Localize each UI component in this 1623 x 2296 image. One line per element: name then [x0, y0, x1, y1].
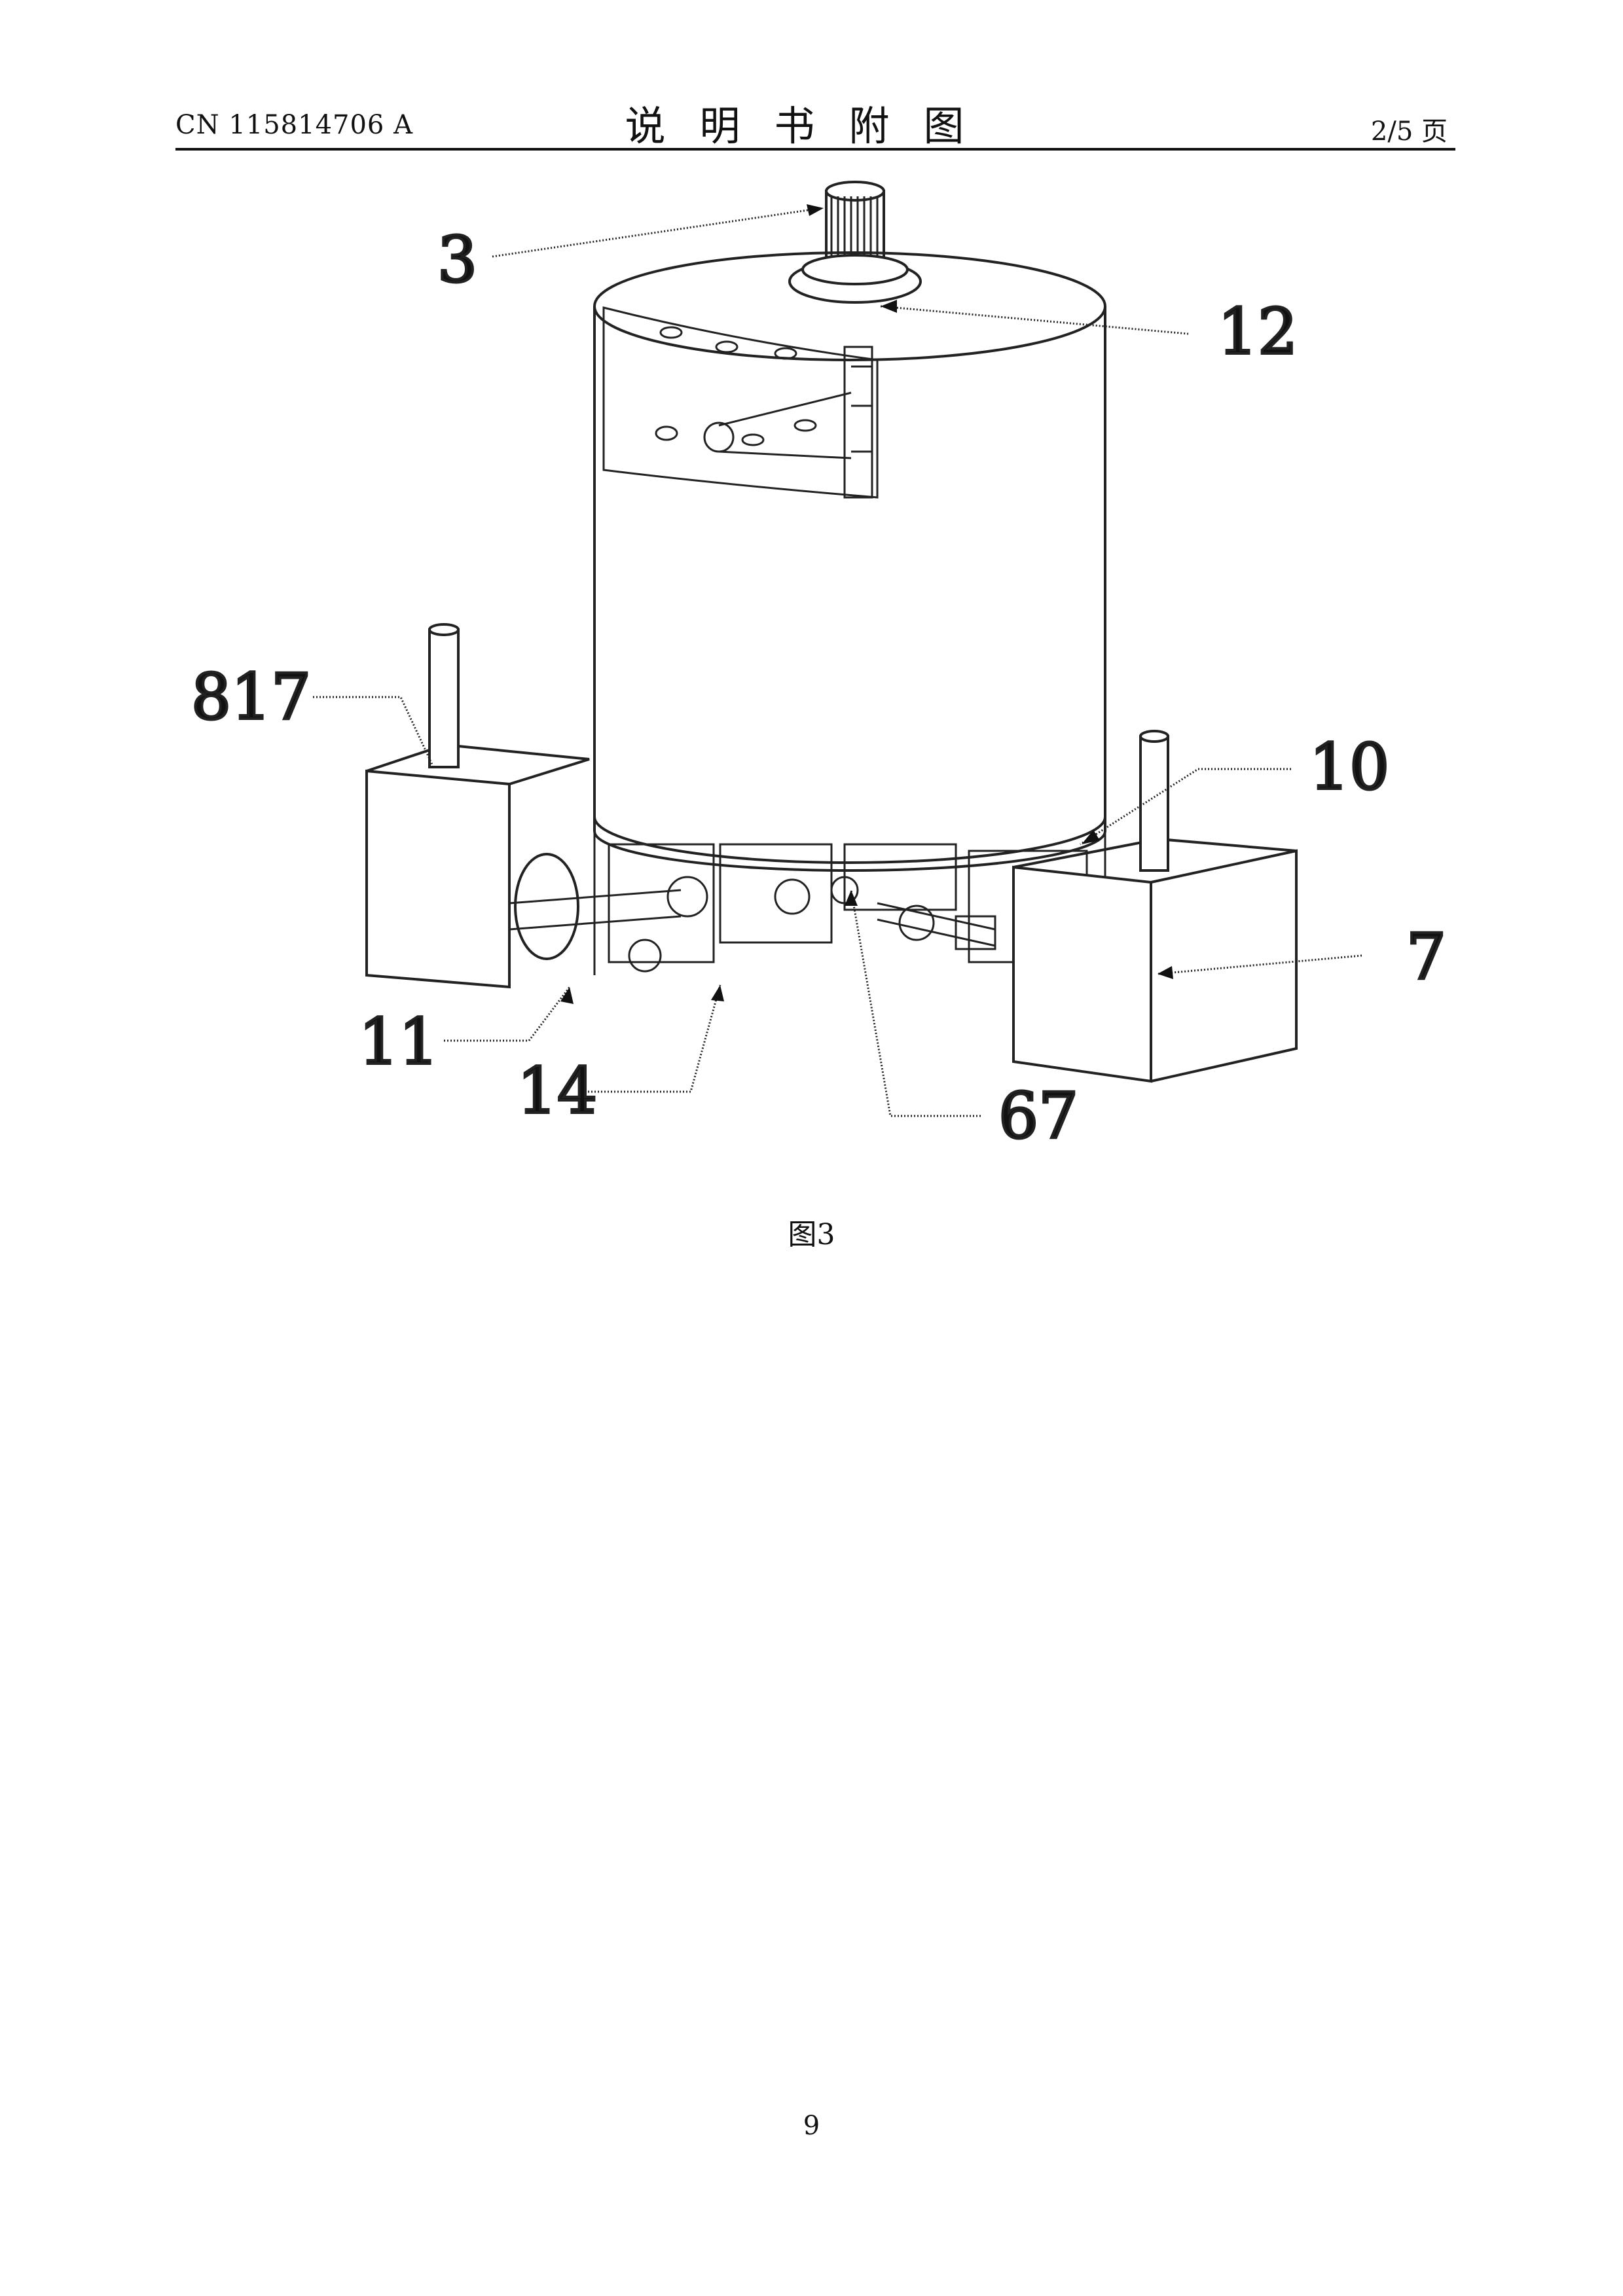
page-indicator: 2/5 页: [1370, 117, 1448, 147]
label-3: 3: [437, 223, 477, 296]
label-12: 12: [1218, 295, 1298, 368]
publication-number: CN 115814706 A: [175, 110, 413, 140]
leader-lines: [313, 207, 1362, 1117]
label-7: 7: [1406, 920, 1446, 994]
arrowheads: [560, 204, 1173, 1004]
figure-caption: 图3: [788, 1218, 835, 1251]
main-cylinder-drawing: [593, 251, 1106, 864]
top-motor-drawing: [788, 181, 922, 304]
label-10: 10: [1309, 730, 1389, 804]
section-title: 说明书附图: [625, 102, 998, 150]
label-817: 817: [191, 660, 311, 734]
label-67: 67: [998, 1079, 1078, 1153]
left-box-drawing: [365, 623, 590, 989]
label-14: 14: [517, 1054, 597, 1128]
right-box-drawing: [1012, 730, 1298, 1083]
page-number: 9: [803, 2111, 820, 2141]
header-rule: [175, 148, 1455, 151]
label-11: 11: [359, 1005, 439, 1079]
patent-figure-drawing: 3 12 817 10 7 11 14 67: [190, 181, 1448, 1154]
